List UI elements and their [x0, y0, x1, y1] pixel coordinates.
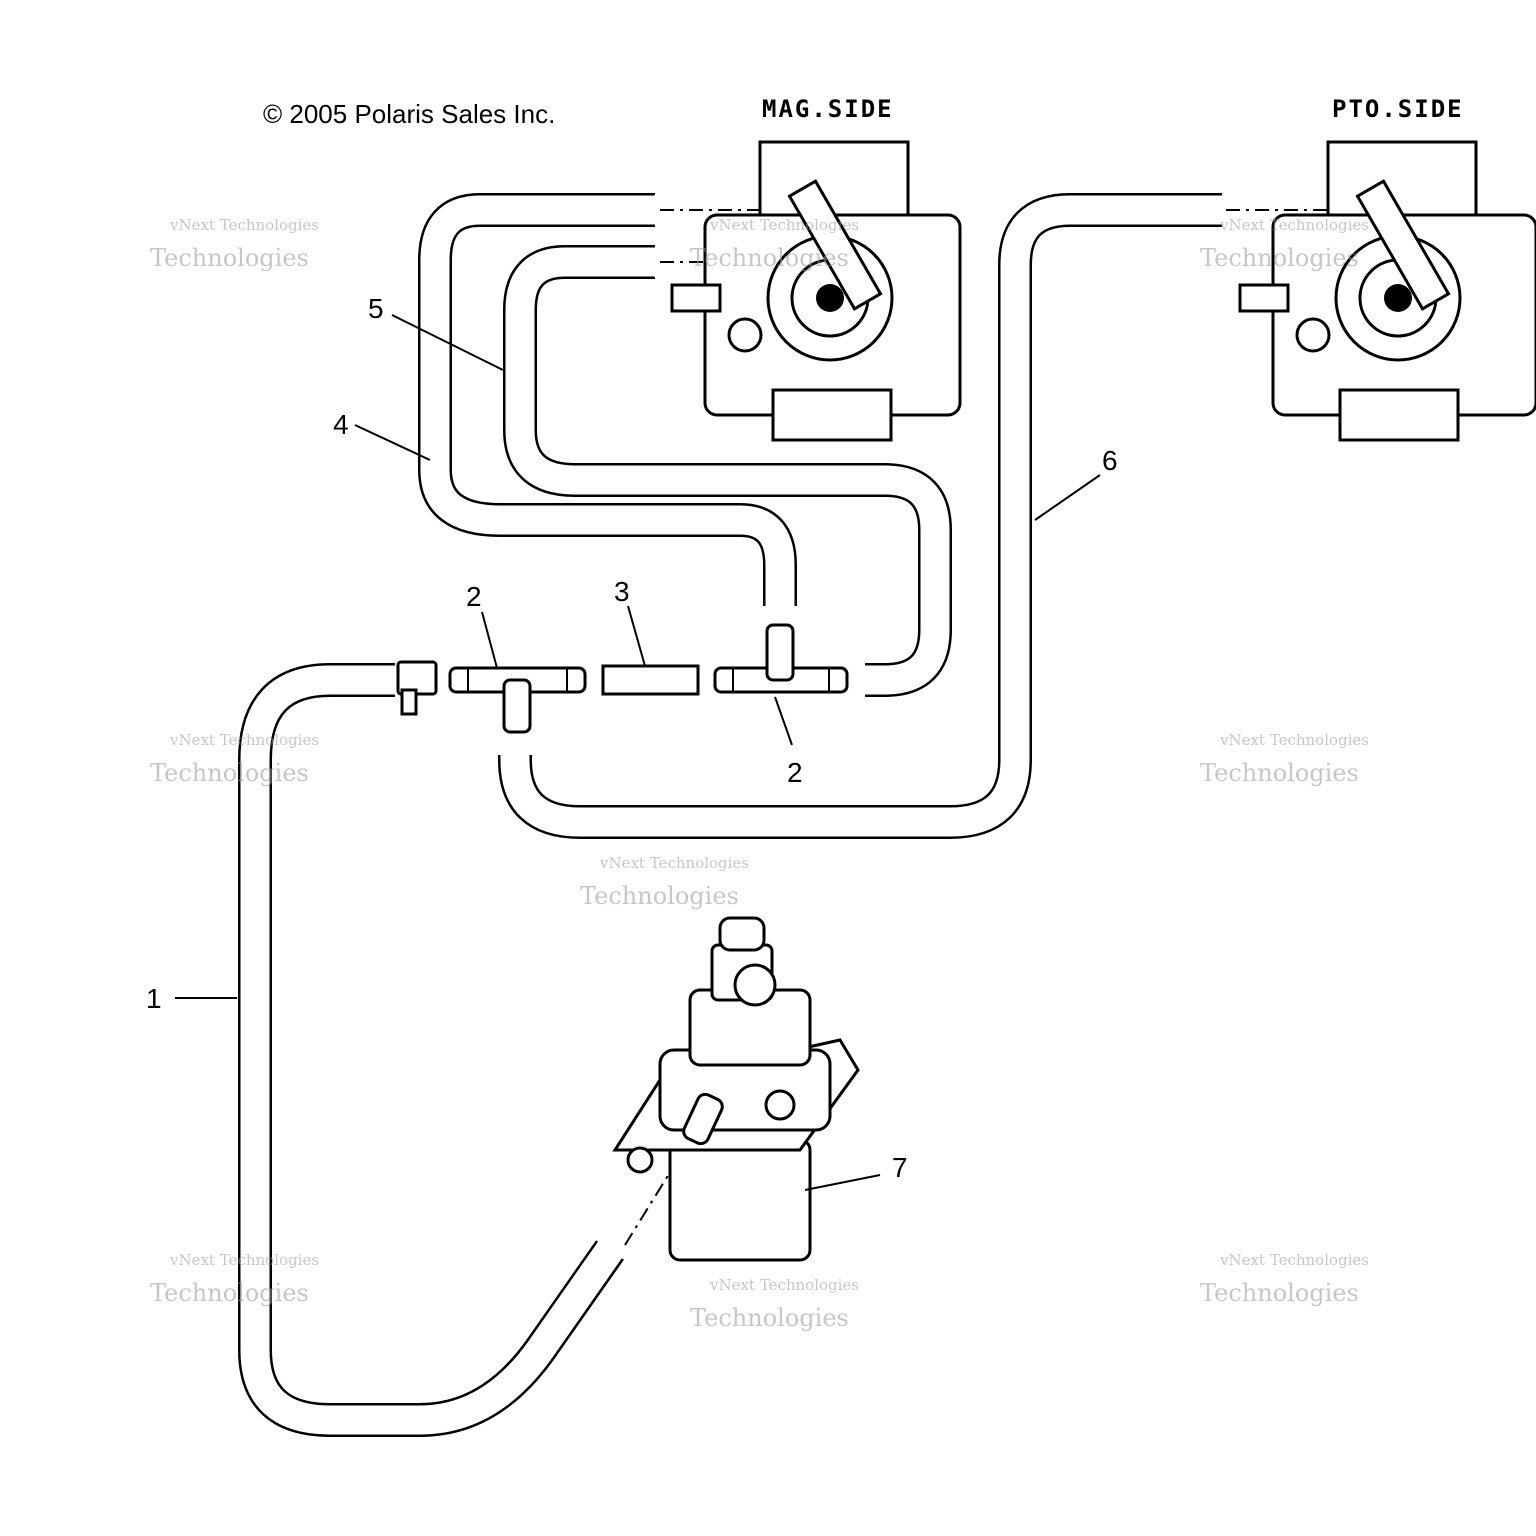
hose-5 — [503, 245, 952, 697]
svg-text:vNext Technologies: vNext Technologies — [709, 1276, 859, 1294]
svg-text:vNext Technologies: vNext Technologies — [169, 216, 319, 234]
callout-5: 5 — [368, 293, 384, 324]
hose-6 — [498, 193, 1224, 839]
callout-3: 3 — [614, 576, 630, 607]
svg-text:vNext Technologies: vNext Technologies — [169, 1251, 319, 1269]
svg-text:vNext Technologies: vNext Technologies — [709, 216, 859, 234]
svg-text:Technologies: Technologies — [580, 882, 739, 910]
callout-7: 7 — [892, 1152, 908, 1183]
callout-4: 4 — [333, 409, 349, 440]
mag-side-label: MAG.SIDE — [762, 95, 894, 123]
callout-2: 2 — [466, 581, 482, 612]
tee-fitting-right — [713, 623, 849, 694]
copyright-text: © 2005 Polaris Sales Inc. — [263, 99, 555, 129]
svg-text:vNext Technologies: vNext Technologies — [1219, 1251, 1369, 1269]
hose-1-connection-line — [624, 1139, 691, 1246]
fuel-pump — [612, 916, 860, 1262]
carburetor-mag-side — [670, 140, 962, 442]
svg-text:Technologies: Technologies — [150, 244, 309, 272]
pto-side-label: PTO.SIDE — [1332, 95, 1464, 123]
callout-6: 6 — [1102, 445, 1118, 476]
svg-text:Technologies: Technologies — [1200, 244, 1359, 272]
svg-text:Technologies: Technologies — [150, 1279, 309, 1307]
leader-lines — [175, 314, 1101, 1191]
callout-2-second: 2 — [787, 757, 803, 788]
hose-1 — [238, 663, 624, 1437]
clamp — [396, 660, 438, 716]
svg-text:Technologies: Technologies — [150, 759, 309, 787]
svg-text:Technologies: Technologies — [1200, 1279, 1359, 1307]
svg-text:Technologies: Technologies — [1200, 759, 1359, 787]
svg-text:Technologies: Technologies — [690, 244, 849, 272]
svg-text:vNext Technologies: vNext Technologies — [1219, 216, 1369, 234]
carburetor-pto-side — [1238, 140, 1536, 442]
tee-fitting-left — [448, 666, 587, 734]
callout-1: 1 — [146, 983, 162, 1014]
svg-text:Technologies: Technologies — [690, 1304, 849, 1332]
hose-4 — [418, 193, 797, 608]
svg-text:vNext Technologies: vNext Technologies — [1219, 731, 1369, 749]
svg-text:vNext Technologies: vNext Technologies — [599, 854, 749, 872]
svg-text:vNext Technologies: vNext Technologies — [169, 731, 319, 749]
connector-tube-3 — [601, 664, 700, 696]
